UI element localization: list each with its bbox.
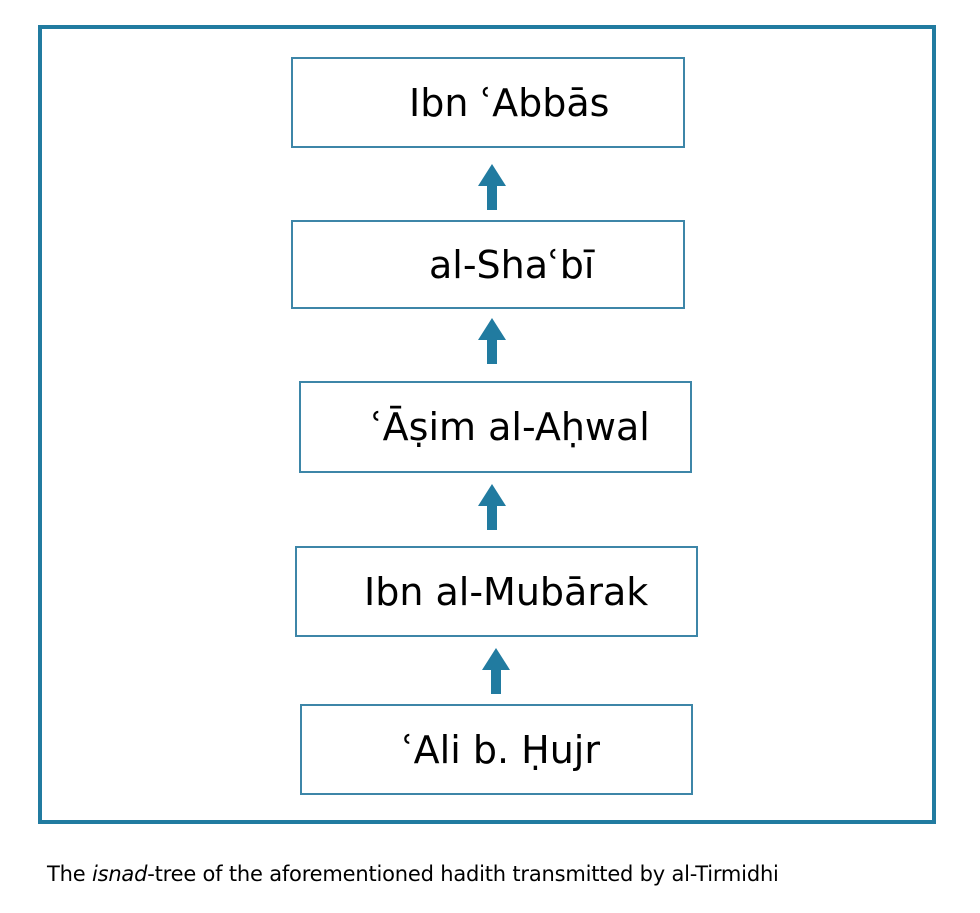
node-ali-b-hujr: ʿAli b. Ḥujr: [300, 704, 693, 795]
caption-prefix: The: [47, 862, 92, 886]
node-label: al-Shaʿbī: [429, 242, 595, 287]
figure-caption: The isnad-tree of the aforementioned had…: [47, 862, 779, 886]
arrow-up-icon: [477, 318, 507, 366]
node-ibn-abbas: Ibn ʿAbbās: [291, 57, 685, 148]
arrow-up-icon: [477, 484, 507, 532]
diagram-frame: [38, 25, 936, 824]
caption-italic-term: isnad: [91, 862, 148, 886]
arrow-up-icon: [477, 164, 507, 212]
node-label: ʿĀṣim al-Aḥwal: [371, 405, 650, 449]
node-label: ʿAli b. Ḥujr: [402, 727, 600, 772]
caption-suffix: -tree of the aforementioned hadith trans…: [147, 862, 779, 886]
node-ibn-al-mubarak: Ibn al-Mubārak: [295, 546, 698, 637]
node-label: Ibn al-Mubārak: [364, 569, 649, 614]
node-label: Ibn ʿAbbās: [409, 80, 610, 125]
node-asim-al-ahwal: ʿĀṣim al-Aḥwal: [299, 381, 692, 473]
arrow-up-icon: [481, 648, 511, 696]
node-al-shabi: al-Shaʿbī: [291, 220, 685, 309]
